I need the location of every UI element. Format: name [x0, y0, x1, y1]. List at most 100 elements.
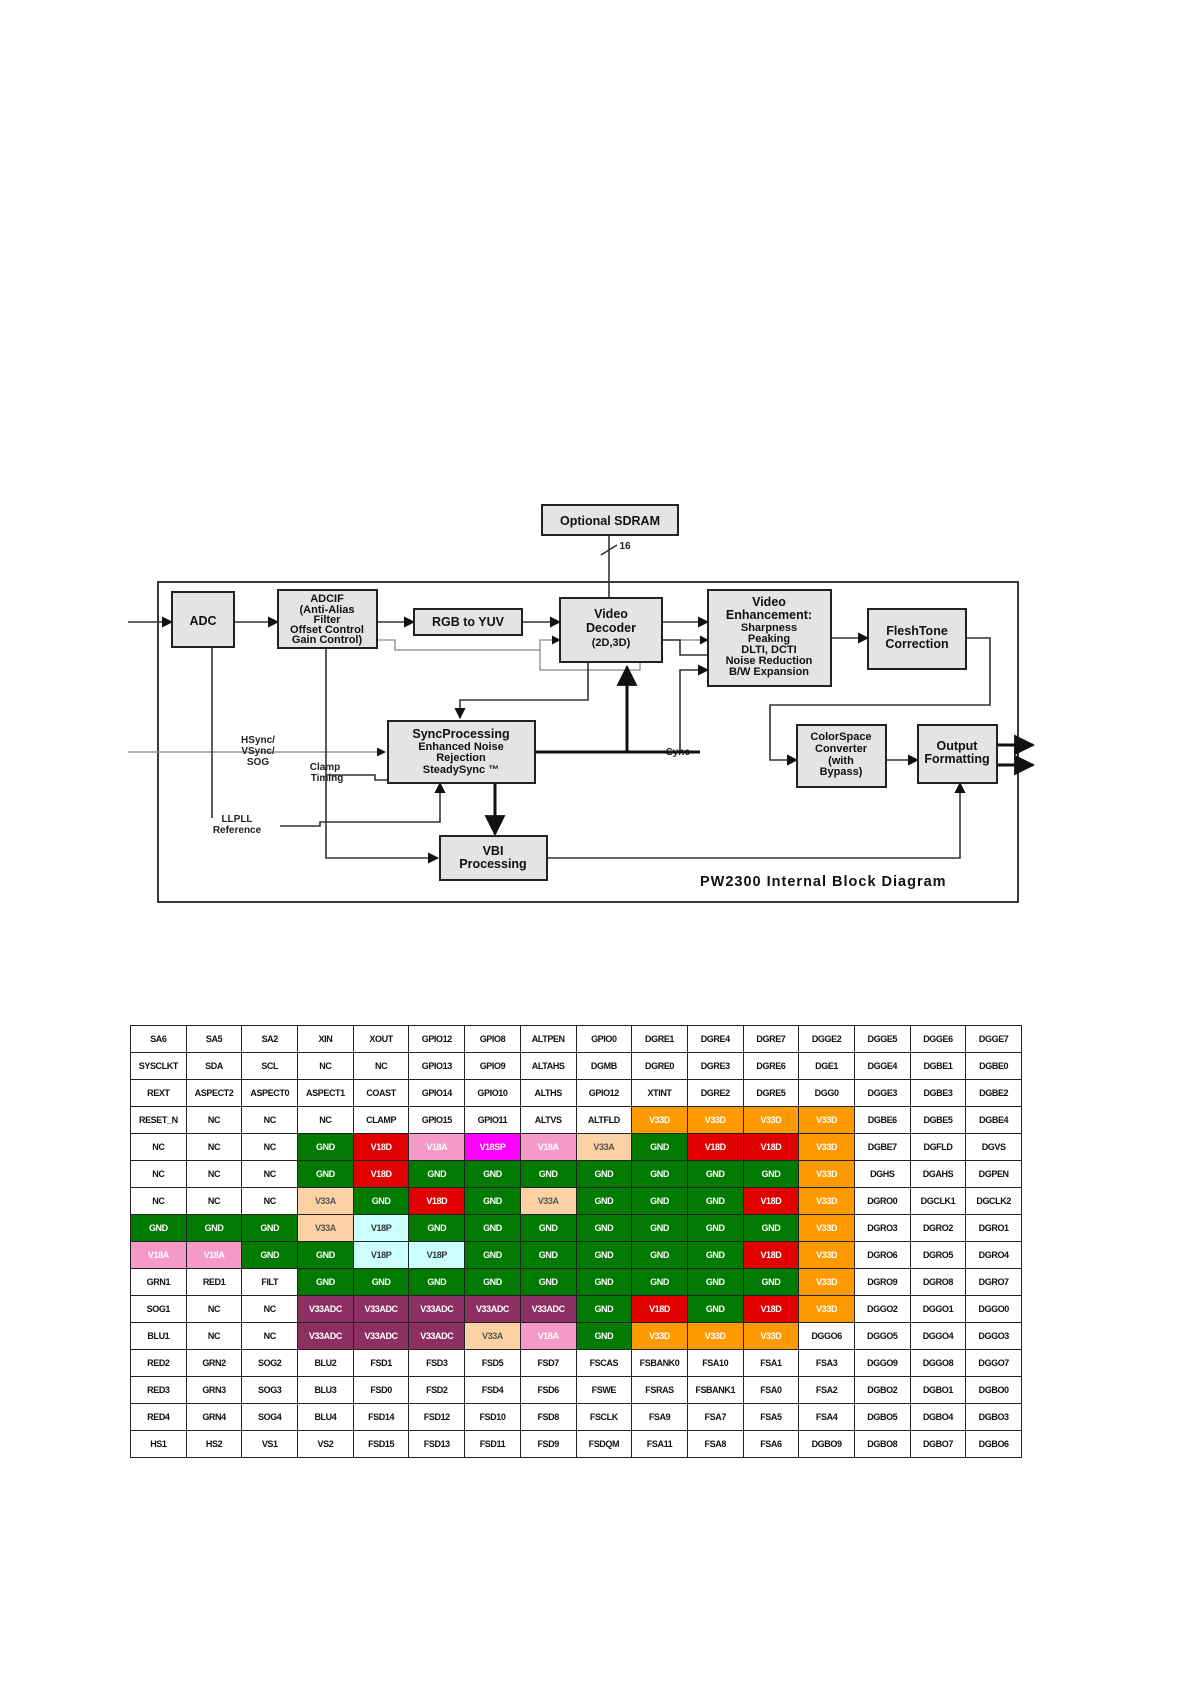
pin-cell: DGBO1 — [909, 1376, 967, 1404]
pin-cell: DGGO6 — [798, 1322, 855, 1350]
pin-cell: FSD3 — [408, 1349, 466, 1377]
pin-cell: GND — [464, 1214, 521, 1242]
pin-cell: SDA — [185, 1052, 243, 1080]
pin-cell: V18D — [352, 1160, 410, 1188]
llpll-reference-label: LLPLL Reference — [213, 814, 262, 836]
pin-cell: ALTFLD — [575, 1106, 633, 1134]
pin-cell: GND — [408, 1268, 466, 1296]
pin-cell: DGRE6 — [742, 1052, 800, 1080]
svg-text:ADCIF: ADCIF — [310, 593, 344, 605]
pin-cell: GND — [575, 1214, 633, 1242]
sync-label: Sync — [666, 747, 690, 758]
pin-cell: FSD14 — [352, 1403, 410, 1431]
svg-text:Filter: Filter — [314, 614, 342, 626]
pin-cell: RED3 — [130, 1376, 187, 1404]
pin-cell: DGPEN — [965, 1160, 1022, 1188]
pin-cell: DGG0 — [798, 1079, 855, 1107]
pin-cell: V18A — [130, 1241, 187, 1269]
pin-cell: V33ADC — [519, 1295, 577, 1323]
pin-cell: GND — [742, 1214, 800, 1242]
pin-cell: GPIO10 — [464, 1079, 521, 1107]
pin-cell: V18D — [742, 1295, 800, 1323]
pin-cell: ASPECT0 — [241, 1079, 299, 1107]
pin-cell: DGRO2 — [909, 1214, 967, 1242]
pin-cell: NC — [185, 1106, 243, 1134]
pin-cell: V33A — [575, 1133, 633, 1161]
pin-cell: FSA8 — [686, 1430, 744, 1458]
pin-cell: DGGO5 — [853, 1322, 911, 1350]
pin-cell: GND — [575, 1187, 633, 1215]
pin-cell: NC — [297, 1106, 354, 1134]
pin-cell: NC — [130, 1187, 187, 1215]
pin-cell: DGGO2 — [853, 1295, 911, 1323]
pin-cell: GND — [631, 1133, 688, 1161]
pin-cell: NC — [241, 1295, 299, 1323]
pin-cell: FSD2 — [408, 1376, 466, 1404]
sync-processing-block: SyncProcessing Enhanced Noise Rejection … — [387, 720, 536, 784]
pin-cell: DGGE2 — [798, 1025, 855, 1053]
clamp-timing-label: Clamp Timing — [310, 762, 344, 784]
pin-cell: V18D — [631, 1295, 688, 1323]
pin-cell: GND — [297, 1160, 354, 1188]
pin-cell: GPIO8 — [464, 1025, 521, 1053]
pin-cell: DGBE6 — [853, 1106, 911, 1134]
pin-cell: DGGO9 — [853, 1349, 911, 1377]
pin-cell: DGBO7 — [909, 1430, 967, 1458]
pin-cell: V33ADC — [408, 1322, 466, 1350]
pin-cell: NC — [241, 1187, 299, 1215]
pin-cell: V33A — [519, 1187, 577, 1215]
pin-cell: DGGO1 — [909, 1295, 967, 1323]
pin-cell: GND — [575, 1295, 633, 1323]
optional-sdram-block: Optional SDRAM — [541, 504, 679, 536]
pin-cell: SA5 — [185, 1025, 243, 1053]
pin-cell: BLU1 — [130, 1322, 187, 1350]
pin-cell: DGBO4 — [909, 1403, 967, 1431]
pin-cell: DGGE5 — [853, 1025, 911, 1053]
pin-cell: FSA4 — [798, 1403, 855, 1431]
pin-cell: V18D — [408, 1187, 466, 1215]
pin-cell: FSDQM — [575, 1430, 633, 1458]
pin-cell: V33D — [798, 1133, 855, 1161]
pin-cell: GPIO12 — [575, 1079, 633, 1107]
diagram-caption: PW2300 Internal Block Diagram — [700, 874, 947, 890]
svg-text:Enhancement:: Enhancement: — [726, 608, 812, 622]
pin-cell: GND — [297, 1241, 354, 1269]
pin-cell: FSA9 — [631, 1403, 688, 1431]
pin-cell: GPIO9 — [464, 1052, 521, 1080]
pin-cell: DGRO7 — [965, 1268, 1022, 1296]
pin-cell: V18P — [352, 1214, 410, 1242]
pin-cell: SOG2 — [241, 1349, 299, 1377]
pin-cell: DGBO5 — [853, 1403, 911, 1431]
pin-cell: DGE1 — [798, 1052, 855, 1080]
pin-cell: DGRO9 — [853, 1268, 911, 1296]
video-enhancement-block: Video Enhancement: Sharpness Peaking DLT… — [707, 589, 832, 687]
svg-text:Video: Video — [594, 607, 628, 621]
svg-text:Enhanced Noise: Enhanced Noise — [418, 741, 504, 753]
pin-cell: DGGE7 — [965, 1025, 1022, 1053]
pin-cell: FSCAS — [575, 1349, 633, 1377]
adcif-block: ADCIF (Anti-Alias Filter Offset Control … — [277, 589, 378, 649]
pin-cell: NC — [352, 1052, 410, 1080]
pin-cell: GND — [464, 1241, 521, 1269]
pin-cell: GND — [631, 1187, 688, 1215]
pin-cell: FSD12 — [408, 1403, 466, 1431]
svg-text:Clamp: Clamp — [310, 762, 341, 773]
pin-cell: FSA1 — [742, 1349, 800, 1377]
pin-cell: GND — [631, 1160, 688, 1188]
svg-text:Correction: Correction — [885, 637, 948, 651]
pin-cell: GND — [297, 1133, 354, 1161]
pin-cell: GND — [575, 1241, 633, 1269]
pin-cell: V33ADC — [352, 1295, 410, 1323]
pin-cell: SOG3 — [241, 1376, 299, 1404]
pin-cell: FSD6 — [519, 1376, 577, 1404]
pin-cell: FSD10 — [464, 1403, 521, 1431]
svg-text:ColorSpace: ColorSpace — [810, 731, 871, 743]
pin-cell: DGRO5 — [909, 1241, 967, 1269]
